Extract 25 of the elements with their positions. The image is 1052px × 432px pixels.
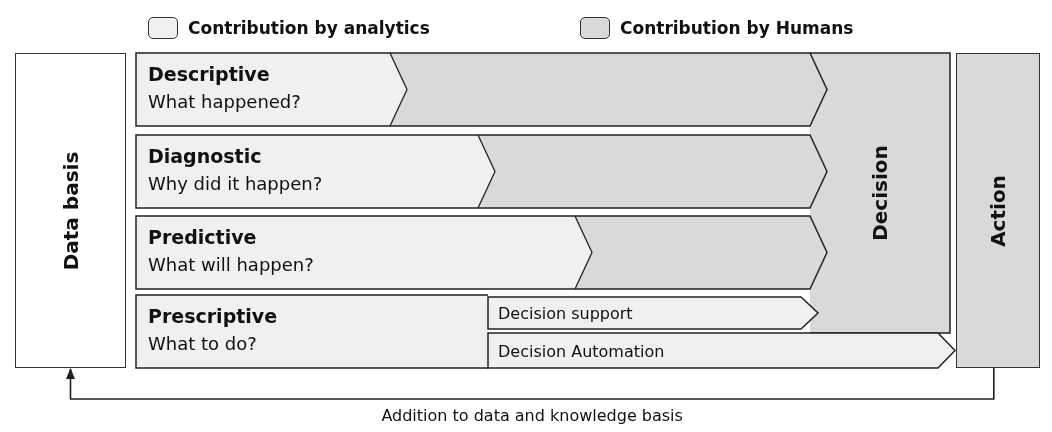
column-label: Decision — [868, 145, 892, 241]
analytics-row — [136, 53, 827, 126]
chevron-box — [488, 333, 955, 368]
legend-label: Contribution by Humans — [620, 18, 854, 38]
column-box — [956, 53, 1040, 368]
analytics-row — [136, 216, 827, 289]
column-label: Data basis — [58, 151, 83, 270]
column-label: Action — [986, 174, 1010, 247]
analytics-row — [136, 295, 488, 368]
row-heading: Predictive — [148, 225, 258, 250]
row-heading: Descriptive — [148, 62, 271, 87]
column-box — [15, 53, 126, 368]
chevron-label: Decision Automation — [498, 341, 665, 360]
analytics-row — [136, 135, 827, 208]
edge-label: Addition to data and knowledge basis — [381, 406, 683, 425]
legend-label: Contribution by analytics — [188, 18, 430, 38]
chevron-box — [488, 297, 818, 329]
feedback-arrow — [66, 367, 995, 400]
row-question: What happened? — [148, 90, 301, 114]
row-question: What to do? — [148, 332, 258, 356]
row-heading: Prescriptive — [148, 304, 278, 329]
row-question: What will happen? — [148, 253, 314, 277]
row-question: Why did it happen? — [148, 172, 323, 196]
chevron-label: Decision support — [498, 303, 633, 323]
row-heading: Diagnostic — [148, 144, 263, 169]
